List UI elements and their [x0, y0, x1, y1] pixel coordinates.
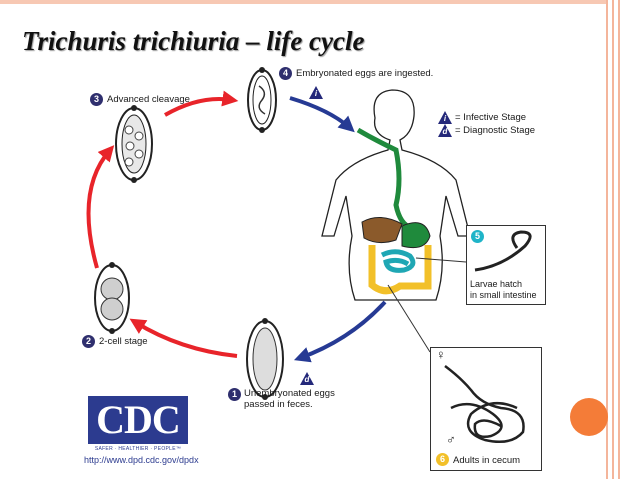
stage-1-label-line1: Unembryonated eggs	[244, 388, 335, 399]
small-intestine	[380, 249, 416, 273]
stage-5-label-line2: in small intestine	[470, 290, 537, 300]
stage-5-badge: 5	[471, 230, 484, 243]
stage-4-badge: 4	[279, 67, 292, 80]
larva-drawing	[474, 230, 532, 272]
adults-box	[430, 347, 542, 471]
legend-diagnostic-label: = Diagnostic Stage	[455, 125, 536, 136]
right-decor-rule-2	[612, 0, 614, 479]
stage-1-label-line2: passed in feces.	[244, 399, 313, 410]
legend-infective-icon: i	[438, 111, 452, 124]
large-intestine	[368, 245, 432, 295]
esophagus	[356, 127, 413, 231]
liver	[361, 217, 403, 244]
stage-6-label: Adults in cecum	[453, 455, 521, 466]
stage-2-label: 2-cell stage	[99, 336, 148, 347]
arrow-2cell-to-advanced	[86, 145, 115, 269]
stage-3-badge: 3	[90, 93, 103, 106]
top-decor-rule	[0, 0, 606, 4]
arrow-passed-in-feces	[293, 300, 387, 363]
arrow-ingestion	[289, 96, 355, 133]
cdc-logo: CDC	[88, 396, 188, 444]
legend-diagnostic-icon: d	[438, 124, 452, 137]
cdc-logo-text: CDC	[96, 397, 181, 442]
stage-1-badge: 1	[228, 388, 241, 401]
accent-dot	[570, 398, 608, 436]
male-symbol: ♂	[446, 432, 456, 447]
cdc-logo-tagline: SAFER · HEALTHIER · PEOPLE™	[94, 446, 182, 452]
egg-advanced-cleavage	[115, 105, 153, 183]
connector-adults	[387, 284, 431, 353]
source-url[interactable]: http://www.dpd.cdc.gov/dpdx	[84, 455, 199, 465]
arrow-unembryonated-to-2cell	[129, 318, 238, 358]
infective-stage-marker: i	[309, 86, 323, 99]
stage-5-label: Larvae hatch in small intestine	[470, 279, 544, 301]
legend-infective-label: = Infective Stage	[455, 112, 527, 123]
slide-title: Trichuris trichiuria – life cycle	[22, 26, 365, 56]
adult-worms-drawing	[444, 365, 525, 443]
egg-unembryonated	[246, 318, 284, 400]
stage-5-label-line1: Larvae hatch	[470, 279, 523, 289]
stomach	[401, 222, 431, 249]
female-symbol: ♀	[436, 347, 446, 362]
stage-1-label: Unembryonated eggs passed in feces.	[244, 388, 354, 410]
right-decor-rule-1	[606, 0, 608, 479]
stage-6-badge: 6	[436, 453, 449, 466]
stage-4-label: Embryonated eggs are ingested.	[296, 68, 434, 79]
stage-3-label: Advanced cleavage	[107, 94, 190, 105]
diagnostic-stage-marker: d	[300, 372, 314, 385]
connector-larvae	[415, 257, 467, 263]
right-decor-rule-3	[618, 0, 620, 479]
egg-2-cell	[94, 262, 130, 334]
arrow-advanced-to-embryonated	[164, 90, 239, 117]
stage-2-badge: 2	[82, 335, 95, 348]
egg-embryonated	[247, 67, 277, 133]
